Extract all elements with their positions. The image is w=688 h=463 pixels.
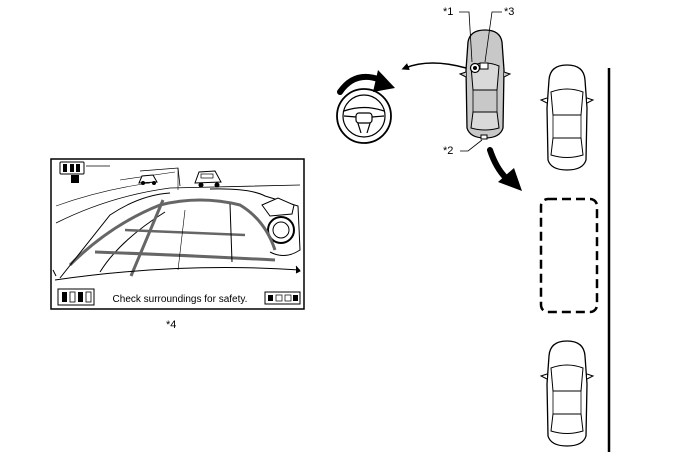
camera-icon xyxy=(469,62,481,74)
callout-1: *1 xyxy=(443,6,453,18)
parked-car-rear xyxy=(539,340,595,447)
display-indicator xyxy=(479,62,489,70)
camera-to-wheel-arrow xyxy=(401,62,467,71)
rear-camera-marker xyxy=(480,134,488,140)
parking-space-icon xyxy=(539,197,599,314)
screen-car-far xyxy=(138,174,158,185)
steering-turn-arrowhead xyxy=(373,70,395,92)
screen-bottom-bar: Check surroundings for safety. xyxy=(57,288,301,306)
reversing-path-arrow xyxy=(487,147,509,181)
screen-car-near xyxy=(194,170,222,188)
parked-car-front xyxy=(539,64,595,171)
monitor-screen: Check surroundings for safety. xyxy=(50,158,305,310)
steering-wheel-icon xyxy=(336,88,392,144)
callout-3: *3 xyxy=(504,6,514,18)
subject-vehicle xyxy=(458,29,512,140)
callout-4: *4 xyxy=(166,319,176,331)
screen-adjacent-vehicle xyxy=(209,188,301,256)
parking-guide-lines xyxy=(59,192,277,279)
camera-view-icon xyxy=(59,161,110,183)
callout-2: *2 xyxy=(443,145,453,157)
safety-message: Check surroundings for safety. xyxy=(113,294,248,305)
screen-bumper-edge xyxy=(54,267,301,281)
